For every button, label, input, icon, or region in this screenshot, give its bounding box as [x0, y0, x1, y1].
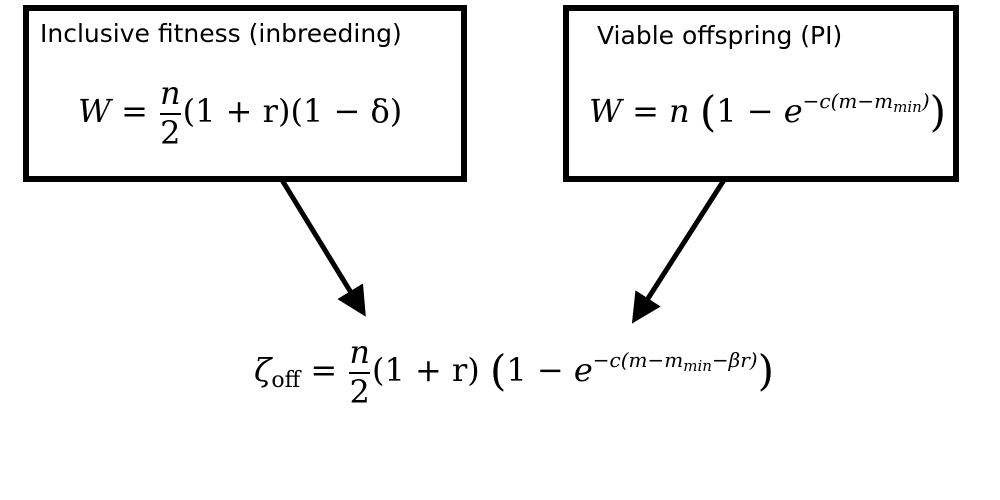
result-e: e [573, 351, 593, 390]
eq-left-equals: = [121, 92, 148, 131]
arrow-right-to-result [631, 178, 727, 324]
eq-left-frac-num: n [160, 74, 181, 112]
result-lhs-symbol: ζ [254, 351, 272, 390]
result-frac-bar [349, 371, 370, 374]
result-exponent-main: −c(m−m [592, 348, 684, 373]
result-exponent-sub: min [683, 357, 712, 376]
result-frac-num: n [349, 333, 370, 371]
arrow-left-to-result [279, 178, 366, 317]
combined-equation: ζoff = n 2 (1 + r) (1 − e−c(m−mmin−βr)) [254, 333, 774, 411]
eq-right-one-minus: 1 − [716, 92, 784, 130]
result-equals: = [310, 351, 338, 390]
eq-left-fraction: n 2 [160, 74, 181, 152]
result-one-minus: 1 − [506, 351, 574, 390]
eq-right-exponent-sub: min [893, 98, 922, 116]
result-fraction: n 2 [349, 333, 370, 411]
eq-right-lhs: W [589, 92, 622, 130]
eq-right-n: n [669, 92, 690, 130]
viable-offspring-equation: W = n (1 − e−c(m−mmin)) [589, 91, 946, 133]
viable-offspring-box: Viable offspring (PI) W = n (1 − e−c(m−m… [563, 5, 959, 182]
eq-right-e: e [783, 92, 803, 130]
inclusive-fitness-box: Inclusive fitness (inbreeding) W = n 2 (… [23, 5, 467, 182]
inclusive-fitness-title: Inclusive fitness (inbreeding) [40, 19, 402, 48]
eq-right-open-paren: ( [699, 87, 717, 136]
eq-right-exponent-main: −c(m−m [802, 89, 894, 113]
result-close-paren: ) [757, 346, 774, 396]
eq-left-lhs: W [78, 92, 111, 131]
viable-offspring-title: Viable offspring (PI) [597, 21, 843, 50]
eq-left-rest: (1 + r)(1 − δ) [182, 92, 403, 131]
eq-right-exponent-close: ) [921, 89, 930, 113]
eq-right-close-paren: ) [929, 87, 947, 136]
result-frac-den: 2 [349, 372, 370, 411]
result-open-paren: ( [489, 346, 507, 396]
inclusive-fitness-equation: W = n 2 (1 + r)(1 − δ) [78, 74, 403, 152]
result-factor: (1 + r) [371, 351, 480, 390]
result-lhs-sub: off [271, 368, 301, 394]
result-exponent-rest: −βr) [711, 348, 758, 373]
eq-right-exponent: −c(m−mmin) [802, 89, 930, 116]
eq-left-frac-bar [160, 112, 181, 115]
eq-right-equals: = [632, 92, 659, 130]
eq-left-frac-den: 2 [160, 113, 181, 152]
result-exponent: −c(m−mmin−βr) [592, 348, 758, 376]
